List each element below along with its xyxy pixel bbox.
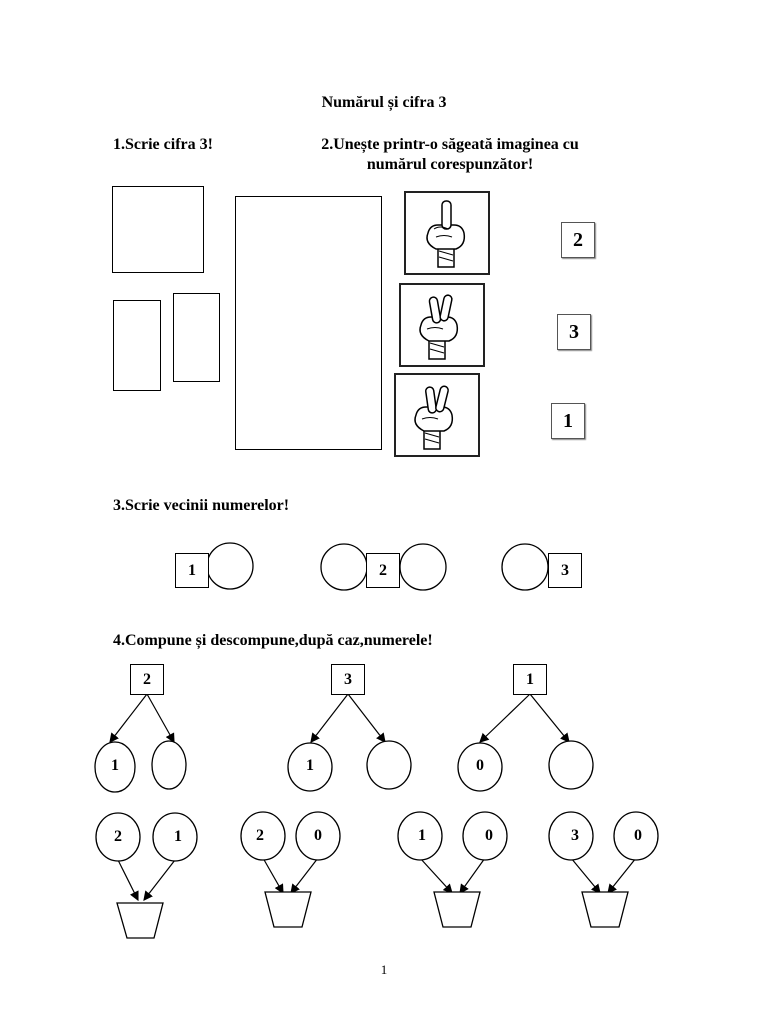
match-number-3[interactable]: 1 <box>551 403 585 439</box>
neighbor-circle-after-1[interactable] <box>206 542 254 590</box>
decompose-top-box-3: 1 <box>513 664 547 695</box>
decompose-circle-right-1[interactable] <box>151 740 187 790</box>
decompose-circle-left-2[interactable] <box>287 742 333 792</box>
decompose-top-box-2: 3 <box>331 664 365 695</box>
page-title: Numărul și cifra 3 <box>321 94 447 111</box>
decompose-left-value-2: 1 <box>306 757 314 774</box>
exercise-2-heading: 2.Unește printr-o săgeată imaginea cu nu… <box>300 135 600 175</box>
hand-one-finger-icon <box>426 200 466 268</box>
writing-box-square[interactable] <box>112 186 204 273</box>
compose-left-value-1: 2 <box>114 828 122 845</box>
compose-left-value-2: 2 <box>256 827 264 844</box>
neighbor-circle-before-2[interactable] <box>320 543 368 591</box>
match-number-1[interactable]: 2 <box>561 222 595 258</box>
hand-two-fingers-icon <box>414 385 454 450</box>
page-number: 1 <box>380 962 388 977</box>
neighbor-number-box-2: 2 <box>366 553 400 588</box>
neighbor-circle-before-3[interactable] <box>501 543 549 591</box>
decompose-left-value-3: 0 <box>476 757 484 774</box>
decompose-circle-left-3[interactable] <box>457 742 503 792</box>
exercise-1-heading: 1.Scrie cifra 3! <box>113 136 213 153</box>
hand-image-card-3[interactable] <box>394 373 480 457</box>
exercise-2-heading-line1: 2.Unește printr-o săgeată imaginea cu <box>321 136 579 153</box>
decompose-top-box-1: 2 <box>130 664 164 695</box>
hand-image-card-2[interactable] <box>399 283 485 367</box>
decompose-left-value-1: 1 <box>111 757 119 774</box>
compose-right-value-2: 0 <box>314 827 322 844</box>
neighbor-circle-after-2[interactable] <box>399 543 447 591</box>
compose-right-value-3: 0 <box>485 827 493 844</box>
writing-box-large[interactable] <box>235 196 382 450</box>
compose-right-value-4: 0 <box>634 827 642 844</box>
compose-pot-1[interactable] <box>116 902 164 939</box>
compose-right-value-1: 1 <box>174 828 182 845</box>
exercise-3-heading: 3.Scrie vecinii numerelor! <box>113 497 290 514</box>
exercise-4-heading: 4.Compune și descompune,după caz,numerel… <box>113 632 433 649</box>
exercise-2-heading-line2: numărul corespunzător! <box>366 156 534 173</box>
match-number-2[interactable]: 3 <box>557 314 591 350</box>
neighbor-number-box-3: 3 <box>548 553 582 588</box>
writing-box-small-right[interactable] <box>173 293 220 382</box>
decompose-circle-left-1[interactable] <box>94 741 136 793</box>
compose-left-value-4: 3 <box>571 827 579 844</box>
decompose-circle-right-3[interactable] <box>548 740 594 790</box>
decompose-circle-right-2[interactable] <box>366 740 412 790</box>
compose-pot-4[interactable] <box>581 891 629 928</box>
compose-pot-3[interactable] <box>433 891 481 928</box>
hand-two-fingers-icon <box>419 294 459 360</box>
hand-image-card-1[interactable] <box>404 191 490 275</box>
neighbor-number-box-1: 1 <box>175 553 209 588</box>
compose-pot-2[interactable] <box>264 891 312 928</box>
writing-box-small-left[interactable] <box>113 300 161 391</box>
compose-left-value-3: 1 <box>418 827 426 844</box>
